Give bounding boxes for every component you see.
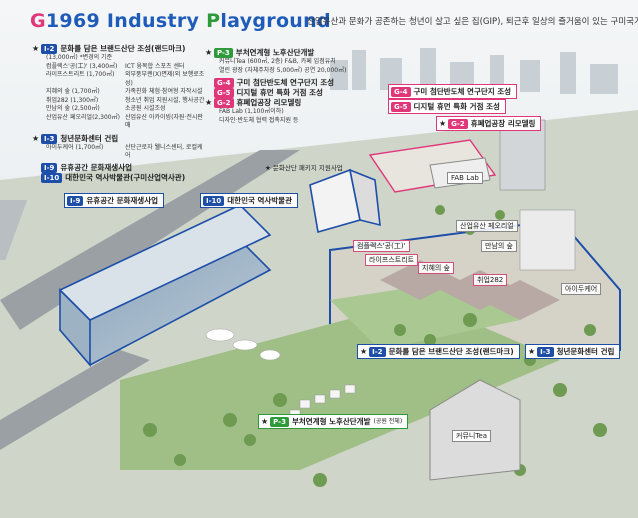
star-icon: ★ [439, 119, 447, 128]
tag-i9: I-9 [41, 162, 58, 173]
tag-i2: I-2 [41, 44, 58, 54]
star-icon: ★ [32, 44, 40, 53]
g2-heading: 휴폐업공장 리모델링 [236, 98, 302, 107]
detail-item: 컴플렉스'공(工)' (3,400㎡) [46, 62, 118, 70]
label-fab-lab: FAB Lab [447, 172, 483, 184]
p3-heading: 부처연계형 노후산단개발 [235, 48, 315, 57]
g2-line: FAB Lab (1,100㎡이하) [219, 108, 284, 115]
tag-g4: G-4 [214, 78, 234, 88]
detail-item: 산단근로자 웰니스센터, 로컬케어 [125, 143, 203, 160]
i3-heading: 청년문화센터 건립 [60, 133, 119, 143]
star-icon: ★ [32, 133, 40, 143]
detail-item: 가족친화 체험·참여형 자작시설 [125, 88, 203, 95]
detail-item: ICT 융복합 스포츠 센터 [125, 62, 185, 70]
i2-heading: 문화를 담은 브랜드산단 조성(랜드마크) [60, 44, 186, 53]
label-complex: 컴플렉스'공(工)' [353, 240, 410, 252]
detail-item: 라이프스트리트 (1,700㎡) [46, 71, 115, 78]
star-icon: ★ [360, 347, 368, 356]
label-community-tea: 커뮤니Tea [452, 430, 492, 442]
label-jihye: 지혜의 숲 [418, 262, 454, 274]
label-sanup-memorial: 산업유산 페오리얼 [456, 220, 518, 232]
star-icon: ★ [205, 48, 213, 57]
museum-cube [309, 168, 381, 234]
i2-sub: (13,000㎡) *변경의 기준 [46, 54, 113, 61]
greenhouse-hall [58, 204, 272, 368]
detail-item: 아이두케어 (1,700㎡) [46, 143, 104, 151]
package-note: ★ 문화산단 패키지 지원사업 [265, 164, 343, 172]
i9-heading: 유휴공간 문화재생사업 [60, 162, 133, 172]
detail-item: 산업유산 페오리얼(2,300㎡) [46, 113, 120, 121]
trees [143, 205, 607, 487]
i10-heading: 대한민국 역사박물관(구미산업역사관) [65, 172, 186, 182]
detail-item: 취업282 (1,300㎡) [46, 96, 99, 104]
detail-item: 지혜의 숲 (1,700㎡) [46, 88, 100, 95]
detail-item: 만남의 숲 (2,500㎡) [46, 105, 100, 112]
star-icon: ★ [265, 164, 273, 172]
label-life-street: 라이프스트리트 [365, 254, 419, 266]
tag-g2: G-2 [214, 98, 234, 108]
star-icon: ★ [528, 347, 536, 356]
i2-detail-grid: 컴플렉스'공(工)' (3,400㎡) ICT 융복합 스포츠 센터 라이프스트리… [32, 63, 212, 131]
i3-detail-grid: 아이두케어 (1,700㎡) 산단근로자 웰니스센터, 로컬케어 [32, 144, 212, 161]
label-idocare: 아이두케어 [561, 283, 602, 295]
label-manam: 만남의 숲 [481, 240, 517, 252]
page-title: G1969 Industry Playground [30, 10, 331, 32]
tag-p3: P-3 [214, 48, 233, 58]
page-subtitle: 산업유산과 문화가 공존하는 청년이 살고 싶은 집(GIP), 퇴근후 일상의… [307, 17, 638, 27]
tag-g5: G-5 [214, 88, 234, 98]
p3-line: 커뮤니Tea (600㎡, 2층) F&B, 카페 입점유치 [219, 58, 336, 65]
detail-item: 소공원 시설조성 [125, 105, 166, 112]
g4-heading: 구미 첨단반도체 연구단지 조성 [236, 78, 335, 87]
detail-item: 산업유산 아카이빙(자원·전시판매 [125, 113, 203, 130]
label-chwieop: 취업282 [473, 274, 508, 286]
tag-i10: I-10 [41, 172, 63, 183]
g2-line: 디자인·반도체 협력 접촉지원 등 [219, 116, 299, 124]
star-icon: ★ [261, 417, 269, 426]
p3-line: 열린 광장 (자체주차장 5,000㎡) 공연 20,000㎡) [219, 66, 347, 74]
detail-item: 외부풍부렌(X)면제(외 보행로조성) [125, 71, 205, 87]
detail-item: 청소년 취업 지원시설, 행사공간 [125, 96, 205, 104]
g5-heading: 디지털 휴먼 특화 거점 조성 [236, 88, 323, 97]
tag-i3: I-3 [41, 133, 58, 144]
star-icon: ★ [205, 98, 213, 107]
